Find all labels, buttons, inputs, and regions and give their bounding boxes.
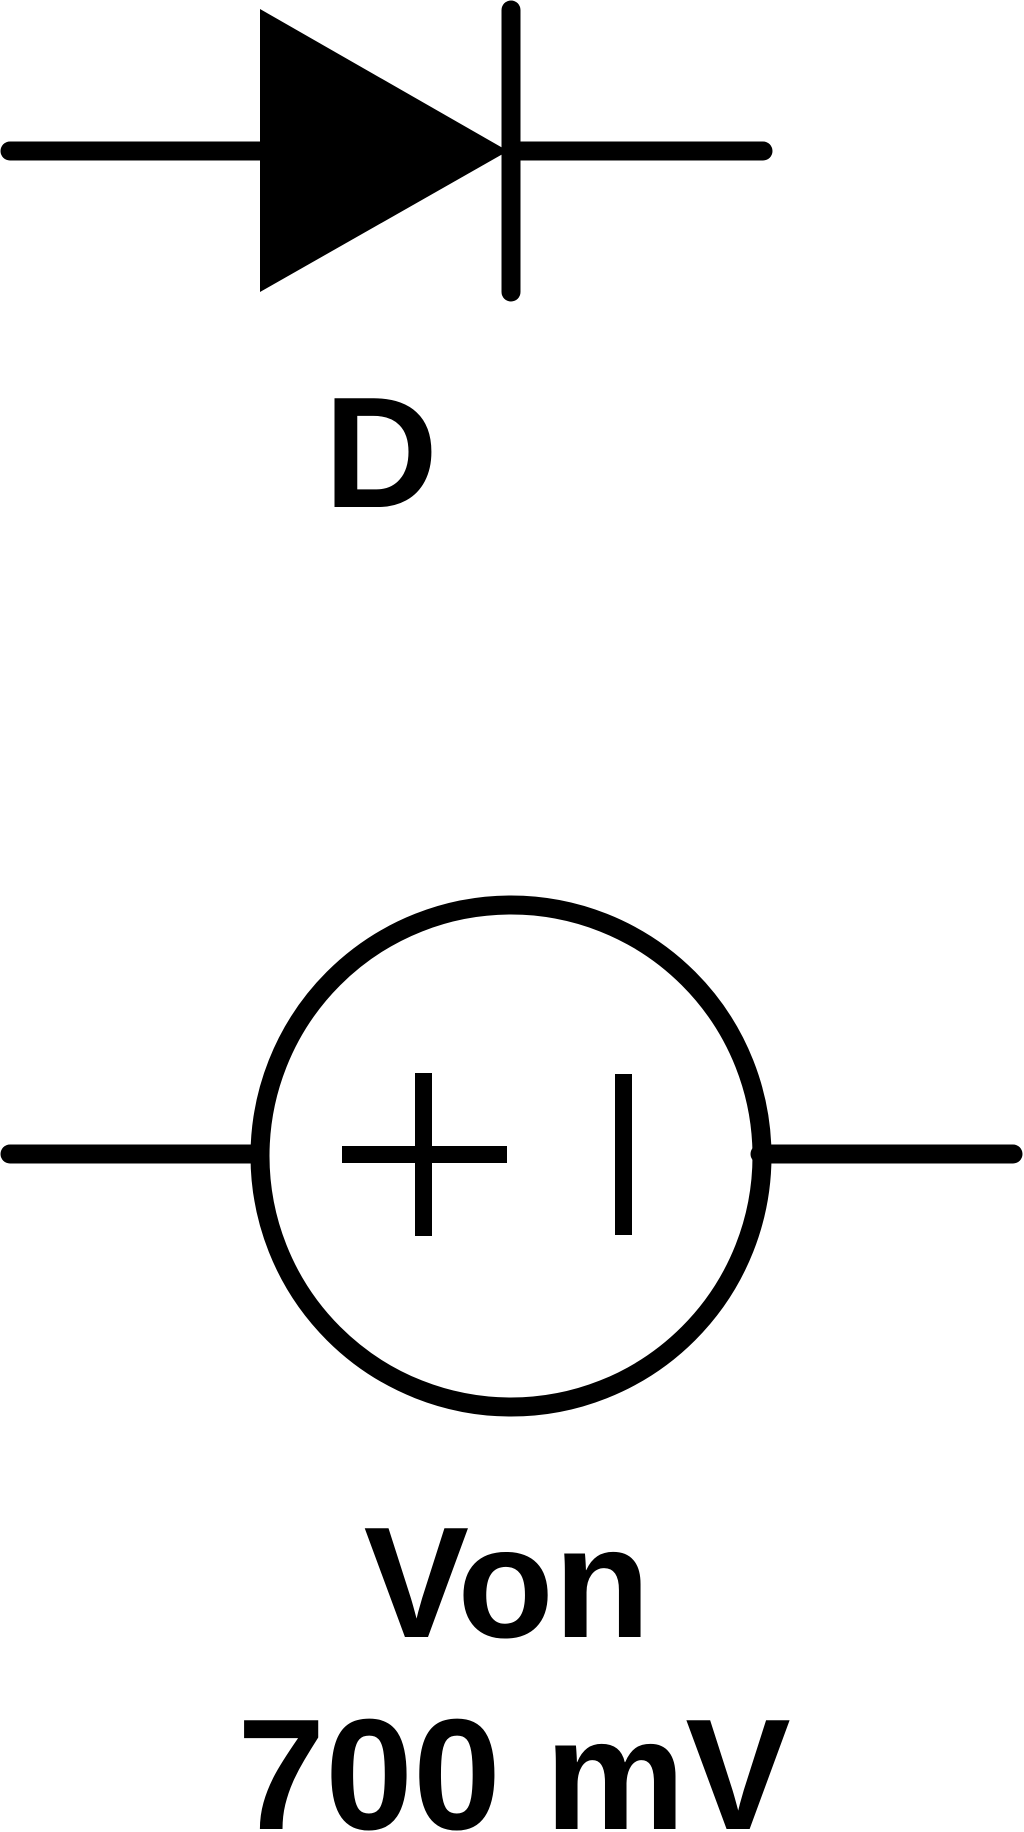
minus-sign-icon bbox=[615, 1074, 632, 1235]
plus-sign-icon bbox=[342, 1073, 507, 1236]
diode-triangle bbox=[260, 9, 508, 292]
diode-symbol bbox=[0, 0, 773, 302]
source-circle bbox=[250, 895, 772, 1417]
diode-label: D bbox=[324, 365, 438, 541]
source-name-label: Von bbox=[364, 1495, 651, 1671]
source-value-label: 700 mV bbox=[237, 1687, 790, 1832]
voltage-source-symbol bbox=[0, 895, 1023, 1417]
